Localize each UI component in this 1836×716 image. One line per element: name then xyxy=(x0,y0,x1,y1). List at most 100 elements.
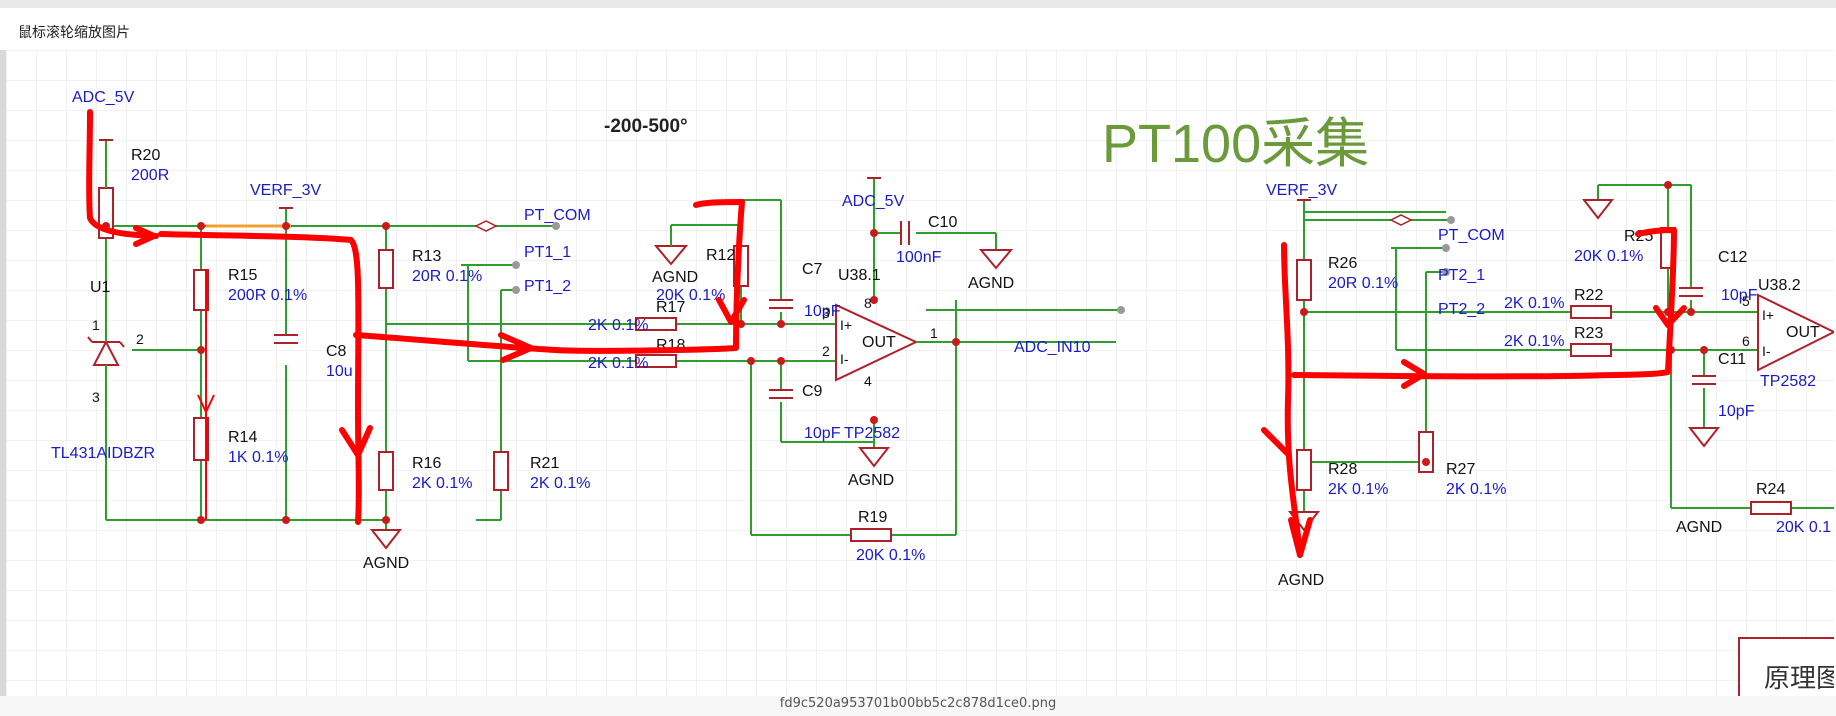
agnd-label: AGND xyxy=(968,275,1014,292)
r14-body xyxy=(193,417,209,461)
u38-2-opamp xyxy=(1757,293,1834,372)
r23-ref: R23 xyxy=(1574,325,1603,342)
c9-val: 10pF xyxy=(804,425,841,442)
r14-ref: R14 xyxy=(228,429,257,446)
net-pt12: PT1_2 xyxy=(524,278,571,295)
r23-body xyxy=(1570,343,1612,357)
r28-ref: R28 xyxy=(1328,461,1357,478)
pin-u1-3: 3 xyxy=(92,389,100,405)
r28-body xyxy=(1296,449,1312,491)
r20-ref: R20 xyxy=(131,147,160,164)
r17-ref: R17 xyxy=(656,299,685,316)
agnd-symbols xyxy=(369,199,1721,550)
c8-val: 10u xyxy=(326,363,353,380)
r18-val: 2K 0.1% xyxy=(588,355,648,372)
pin-ua-out: OUT xyxy=(862,334,896,351)
r18-body xyxy=(635,354,677,368)
agnd-label: AGND xyxy=(1278,572,1324,589)
r21-body xyxy=(493,451,509,491)
image-viewer[interactable]: 原理图 PT100采集 -200-500° ADC_5V VERF_3V PT_… xyxy=(6,50,1834,698)
u38-2-ref: U38.2 xyxy=(1758,277,1801,294)
c10-val: 100nF xyxy=(896,249,942,266)
agnd-label: AGND xyxy=(1676,519,1722,536)
pin-ua-plus: I+ xyxy=(840,317,852,333)
net-adc5v-b: ADC_5V xyxy=(842,193,905,210)
r22-val: 2K 0.1% xyxy=(1504,295,1564,312)
r22-ref: R22 xyxy=(1574,287,1603,304)
r12-ref: R12 xyxy=(706,247,735,264)
r17-body xyxy=(635,317,677,331)
c7-val: 10pF xyxy=(804,303,841,320)
range-label: -200-500° xyxy=(604,116,688,137)
c8-ref: C8 xyxy=(326,343,347,360)
net-ptcom-a: PT_COM xyxy=(524,207,591,224)
r26-ref: R26 xyxy=(1328,255,1357,272)
part-labels: R20 200R U1 TL431AIDBZR R15 200R 0.1% R1… xyxy=(51,147,1831,564)
zoom-hint: 鼠标滚轮缩放图片 xyxy=(18,25,130,41)
r26-val: 20R 0.1% xyxy=(1328,275,1398,292)
ports xyxy=(474,214,1413,232)
r12-val: 20K 0.1% xyxy=(656,287,725,304)
capacitors xyxy=(274,221,1716,399)
u1-ref: U1 xyxy=(90,279,111,296)
agnd-labels: AGND AGND AGND AGND AGND AGND xyxy=(363,269,1722,589)
r21-ref: R21 xyxy=(530,455,559,472)
c7-ref: C7 xyxy=(802,261,823,278)
c12-ref: C12 xyxy=(1718,249,1747,266)
u1-val: TL431AIDBZR xyxy=(51,445,155,462)
r13-ref: R13 xyxy=(412,248,441,265)
pin-ub-minus: I- xyxy=(1762,343,1771,359)
pin-labels: 1 2 3 3 2 1 8 4 I+ I- OUT 5 6 I+ I- OUT xyxy=(92,293,1820,405)
net-adc5v-a: ADC_5V xyxy=(72,89,135,106)
r19-body xyxy=(850,528,892,542)
annotation-thin xyxy=(197,270,215,520)
r19-val: 20K 0.1% xyxy=(856,547,925,564)
net-pt21: PT2_1 xyxy=(1438,267,1485,284)
r22-body xyxy=(1570,305,1612,319)
r27-ref: R27 xyxy=(1446,461,1475,478)
agnd-label: AGND xyxy=(363,555,409,572)
agnd-label: AGND xyxy=(848,472,894,489)
r15-val: 200R 0.1% xyxy=(228,287,307,304)
left-edge xyxy=(0,50,6,716)
r23-val: 2K 0.1% xyxy=(1504,333,1564,350)
pin-ub-out: OUT xyxy=(1786,324,1820,341)
r24-ref: R24 xyxy=(1756,481,1785,498)
c12-val: 10pF xyxy=(1721,287,1758,304)
pin-ua-3: 3 xyxy=(822,305,830,321)
r16-body xyxy=(378,451,394,491)
u38-1-val: TP2582 xyxy=(844,425,900,442)
r15-body xyxy=(193,269,209,311)
r21-val: 2K 0.1% xyxy=(530,475,590,492)
net-verf-a: VERF_3V xyxy=(250,182,321,199)
stamp-box xyxy=(1738,637,1834,698)
r24-body xyxy=(1750,501,1792,515)
c11-val: 10pF xyxy=(1718,403,1755,420)
c9-ref: C9 xyxy=(802,383,823,400)
pin-ub-plus: I+ xyxy=(1762,307,1774,323)
r24-val: 20K 0.1 xyxy=(1776,519,1831,536)
endpoints xyxy=(512,216,1455,314)
r19-ref: R19 xyxy=(858,509,887,526)
r13-body xyxy=(378,249,394,289)
u38-1-opamp xyxy=(835,303,919,382)
r25-val: 20K 0.1% xyxy=(1574,248,1643,265)
pin-ua-8: 8 xyxy=(864,295,872,311)
r16-val: 2K 0.1% xyxy=(412,475,472,492)
power-ticks xyxy=(99,139,1311,209)
stamp-text: 原理图 xyxy=(1764,663,1834,693)
pin-ua-4: 4 xyxy=(864,373,872,389)
net-labels: ADC_5V VERF_3V PT_COM PT1_1 PT1_2 ADC_5V… xyxy=(72,89,1505,356)
r28-val: 2K 0.1% xyxy=(1328,481,1388,498)
u38-1-ref: U38.1 xyxy=(838,267,881,284)
pin-ua-1: 1 xyxy=(930,325,938,341)
pin-u1-1: 1 xyxy=(92,317,100,333)
net-ptcom-b: PT_COM xyxy=(1438,227,1505,244)
title: PT100采集 xyxy=(1102,114,1369,174)
c11-ref: C11 xyxy=(1718,351,1746,368)
u38-2-val: TP2582 xyxy=(1760,373,1816,390)
c10-ref: C10 xyxy=(928,214,957,231)
r15-ref: R15 xyxy=(228,267,257,284)
net-pt11: PT1_1 xyxy=(524,244,571,261)
net-verf-b: VERF_3V xyxy=(1266,182,1337,199)
